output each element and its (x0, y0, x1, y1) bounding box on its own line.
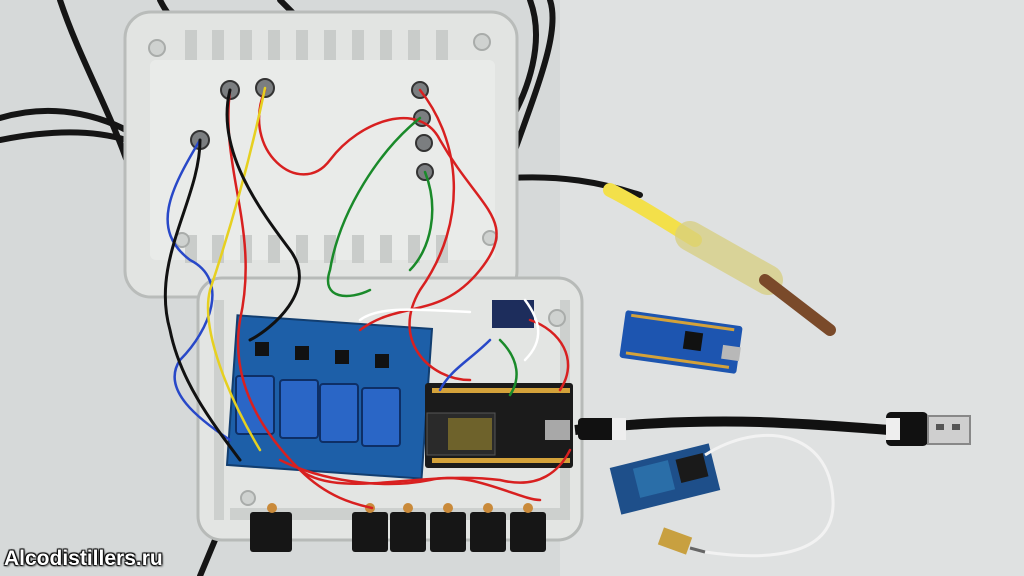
antenna-connector (657, 434, 835, 558)
bluetooth-module (609, 443, 721, 515)
relay-module (225, 314, 434, 480)
usb-cable (574, 412, 971, 446)
arduino-nano (619, 310, 743, 374)
dc-jacks (250, 512, 546, 552)
temperature-probe (603, 183, 836, 336)
watermark-text: Alcodistillers.ru (4, 547, 163, 570)
enclosure-lid (123, 10, 519, 299)
nodemcu-board (425, 383, 573, 468)
wiring (163, 86, 572, 510)
